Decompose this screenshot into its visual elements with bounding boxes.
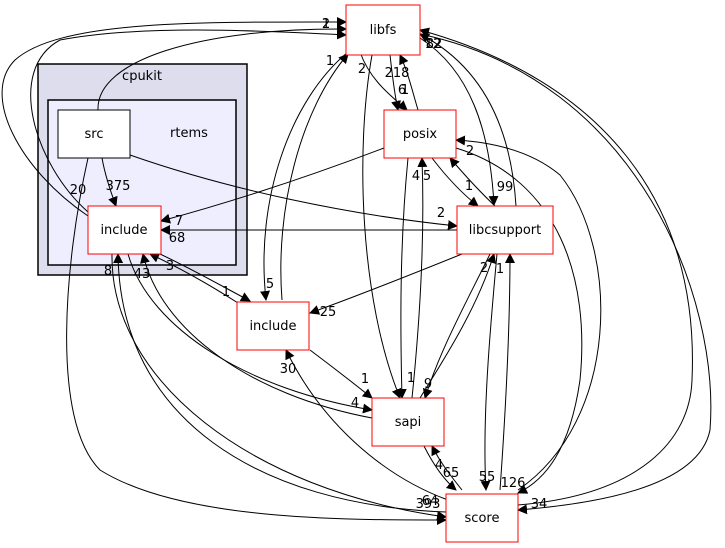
edge-libcsupport-posix [449, 157, 496, 207]
edge-label-include-libfs-b: 20 [70, 183, 87, 198]
cluster-cpukit-label: cpukit [122, 69, 162, 84]
edge-label-posix-score: 126 [501, 476, 526, 491]
edge-score-libcsupport [499, 253, 515, 491]
edge-label-libcsupport-sapi: 2 [480, 261, 488, 276]
edge-label-src-score: 393 [416, 497, 441, 512]
cluster-rtems-label: rtems [170, 126, 208, 141]
edge-label-sapi-posix: 1 [407, 371, 415, 386]
edge-incc-sapi [309, 349, 373, 399]
edge-label-score-libfs: 82 [426, 37, 443, 52]
edge-src-libcsupport [129, 154, 458, 231]
edge-label-include-score: 64 [422, 494, 439, 509]
node-sapi[interactable]: sapi [371, 397, 445, 447]
edge-label-src-libfs: 1 [322, 17, 330, 32]
node-include-rtems-label: include [100, 223, 147, 238]
node-libfs[interactable]: libfs [345, 4, 421, 56]
edge-src-libfs [97, 23, 347, 111]
edge-incc-include [149, 253, 239, 304]
node-libcsupport[interactable]: libcsupport [456, 205, 554, 255]
edge-label-libfs-libcsupport: 12 [425, 37, 442, 52]
edge-label-libcsupport-libfs: 99 [497, 180, 514, 195]
edge-libfs-libcsupport [419, 37, 499, 206]
edge-sapi-score [423, 445, 457, 491]
edge-libfs-posix-b [359, 51, 408, 111]
edge-posix-libfs [399, 54, 419, 111]
node-score-label: score [465, 511, 500, 526]
edge-label-libfs-incc: 5 [266, 277, 274, 292]
edge-score-posix [455, 135, 602, 491]
node-include-cpukit[interactable]: include [236, 301, 310, 351]
edge-libcsupport-score [480, 253, 498, 491]
edge-label-score-incc: 30 [280, 362, 297, 377]
node-sapi-label: sapi [395, 415, 422, 430]
edge-posix-score [455, 147, 583, 494]
node-include-cpukit-label: include [249, 319, 296, 334]
edge-include-libfs-b [30, 29, 347, 213]
edge-label-posix-sapi: 4 [412, 169, 420, 184]
node-src-label: src [85, 127, 104, 142]
edge-label-incc-libfs: 1 [326, 54, 334, 69]
edge-label-score-include: 8 [104, 264, 112, 279]
edge-label-libfs-posix-b: 6 [398, 83, 406, 98]
node-posix[interactable]: posix [383, 109, 457, 159]
node-libcsupport-label: libcsupport [469, 223, 542, 238]
edge-label-posix-include: 7 [175, 214, 183, 229]
edge-include-libfs-a [1, 16, 347, 217]
edge-libcsupport-libfs [419, 33, 517, 207]
edge-score-incc [285, 349, 449, 501]
edge-libcsupport-incc [309, 253, 463, 315]
node-src[interactable]: src [57, 109, 131, 159]
edge-label-libcsupport-posix: 5 [423, 169, 431, 184]
edge-src-score [66, 157, 447, 525]
edge-posix-libcsupport [431, 157, 479, 207]
edge-label-posix-libcsupport: 1 [465, 179, 473, 194]
edge-label-score-libcsupport: 1 [496, 262, 504, 277]
node-posix-label: posix [403, 127, 438, 142]
node-score[interactable]: score [445, 493, 519, 543]
edge-include-score [111, 253, 447, 521]
edge-posix-sapi [396, 157, 409, 399]
edge-libfs-score [419, 33, 712, 515]
edge-incc-libfs [280, 53, 349, 301]
edge-label-src-libcsupport: 2 [437, 206, 445, 221]
edge-label-include-libfs-a: 2 [322, 17, 330, 32]
node-libfs-label: libfs [370, 23, 397, 38]
edge-score-libfs [419, 27, 693, 506]
edge-label-libfs-score: 34 [531, 497, 548, 512]
edge-label-sapi-libcsupport: 9 [424, 377, 432, 392]
edge-libfs-incc [260, 51, 349, 301]
edge-label-posix-libfs: 1 [401, 83, 409, 98]
edge-label-libcsupport-include: 68 [169, 231, 186, 246]
edge-label-libfs-sapi: 2 [358, 62, 366, 77]
edge-label-sapi-score: 4 [435, 458, 443, 473]
edge-label-incc-sapi: 1 [361, 372, 369, 387]
edge-label-include-sapi: 4 [351, 396, 359, 411]
edge-labels: 1 2 20 375 2 7 68 3 1 8 43 218 6 1 2 5 1… [70, 17, 548, 512]
edge-label-libfs-posix-a: 218 [385, 66, 410, 81]
edge-score-include [113, 253, 447, 513]
edges [1, 16, 712, 525]
edge-libfs-sapi [362, 54, 402, 399]
edge-sapi-posix [411, 157, 428, 399]
edge-label-incc-include: 3 [166, 259, 174, 274]
edge-label-libcsupport-incc: 25 [320, 305, 337, 320]
edge-posix-include [160, 147, 385, 224]
edge-label-score-sapi: 65 [443, 466, 460, 481]
edge-label-include-incc: 1 [222, 285, 230, 300]
edge-libcsupport-sapi [422, 253, 491, 399]
edge-include-incc [159, 253, 251, 302]
edge-label-score-posix: 2 [466, 144, 474, 159]
edge-include-sapi [127, 253, 373, 414]
edge-label-libcsupport-score: 55 [479, 470, 496, 485]
node-include-rtems[interactable]: include [87, 205, 162, 255]
edge-label-sapi-include: 43 [134, 267, 151, 282]
edge-src-include [101, 157, 118, 207]
edge-label-src-include: 375 [106, 179, 131, 194]
edge-score-sapi [431, 445, 463, 491]
